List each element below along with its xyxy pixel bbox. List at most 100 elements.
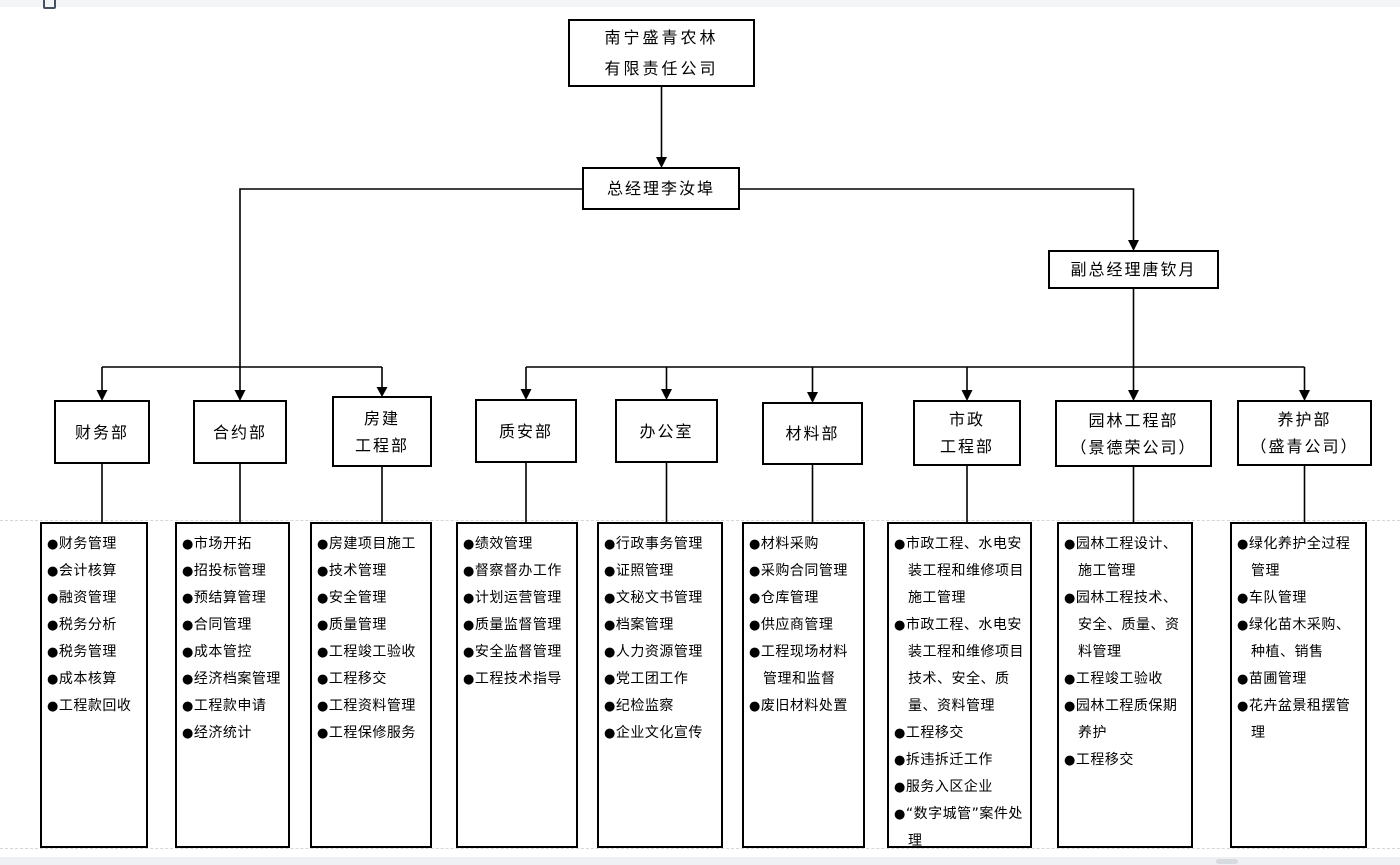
duty-text: 招投标管理: [193, 563, 267, 579]
department-box-landscape-engineering: 园林工程部（景德荣公司）: [1055, 400, 1212, 467]
duty-item: ●园林工程质保期养护: [1064, 693, 1189, 747]
bullet-icon: ●: [604, 672, 616, 687]
duty-item: ●质量管理: [317, 612, 428, 639]
department-label: 房建工程部: [355, 405, 409, 459]
gridline-top: [0, 520, 1400, 521]
duty-text: 工程技术指导: [474, 671, 562, 687]
duty-list-maintenance: ●绿化养护全过程管理●车队管理●绿化苗木采购、种植、销售●苗圃管理●花卉盆景租摆…: [1230, 522, 1367, 848]
department-box-municipal-engineering: 市政工程部: [913, 400, 1021, 466]
bullet-icon: ●: [47, 591, 59, 606]
duty-text: 花卉盆景租摆管理: [1248, 698, 1351, 741]
duty-item: ●园林工程技术、安全、质量、资料管理: [1064, 585, 1189, 666]
label-line: 房建: [363, 408, 400, 428]
duty-item: ●经济统计: [182, 720, 286, 747]
duty-text: 经济档案管理: [193, 671, 281, 687]
gridline-bottom: [0, 848, 1400, 849]
duty-text: 工程移交: [905, 725, 964, 741]
duty-text: 园林工程设计、施工管理: [1075, 536, 1178, 579]
duty-item: ●工程现场材料管理和监督: [749, 639, 861, 693]
duty-item: ●技术管理: [317, 558, 428, 585]
duty-text: 督察督办工作: [474, 563, 562, 579]
bullet-icon: ●: [894, 780, 906, 795]
duty-text: 经济统计: [193, 725, 252, 741]
duty-text: 绩效管理: [474, 536, 533, 552]
duty-list-quality-safety: ●绩效管理●督察督办工作●计划运营管理●质量监督管理●安全监督管理●工程技术指导: [456, 522, 578, 848]
duty-item: ●工程移交: [317, 666, 428, 693]
duty-text: 文秘文书管理: [615, 590, 703, 606]
duty-text: 成本管控: [193, 644, 252, 660]
bullet-icon: ●: [463, 537, 475, 552]
label-line: 合约部: [212, 422, 267, 442]
duty-text: 工程竣工验收: [328, 644, 416, 660]
department-label: 合约部: [213, 419, 267, 446]
bullet-icon: ●: [894, 618, 906, 633]
duty-text: 供应商管理: [760, 617, 834, 633]
duty-item: ●融资管理: [47, 585, 144, 612]
bullet-icon: ●: [749, 564, 761, 579]
department-label: 质安部: [499, 418, 553, 445]
bullet-icon: ●: [47, 564, 59, 579]
department-label: 园林工程部（景德荣公司）: [1070, 407, 1196, 461]
duty-item: ●花卉盆景租摆管理: [1237, 693, 1363, 747]
bullet-icon: ●: [182, 591, 194, 606]
bullet-icon: ●: [1064, 672, 1076, 687]
duty-item: ●工程款申请: [182, 693, 286, 720]
bullet-icon: ●: [604, 564, 616, 579]
duty-text: 苗圃管理: [1248, 671, 1307, 687]
duty-text: 拆违拆迁工作: [905, 752, 993, 768]
bullet-icon: ●: [182, 537, 194, 552]
duty-item: ●党工团工作: [604, 666, 719, 693]
square-outline-icon[interactable]: [43, 0, 56, 9]
label-line: 养护部: [1277, 410, 1332, 429]
duty-list-building-engineering: ●房建项目施工●技术管理●安全管理●质量管理●工程竣工验收●工程移交●工程资料管…: [310, 522, 432, 848]
duty-text: 房建项目施工: [328, 536, 416, 552]
department-label: 材料部: [785, 420, 839, 447]
label-line: 工程部: [354, 435, 409, 455]
duty-text: 市政工程、水电安装工程和维修项目技术、安全、质量、资料管理: [905, 617, 1024, 714]
duty-item: ●合同管理: [182, 612, 286, 639]
duty-item: ●招投标管理: [182, 558, 286, 585]
bullet-icon: ●: [1064, 591, 1076, 606]
duty-item: ●纪检监察: [604, 693, 719, 720]
duty-text: 质量管理: [328, 617, 387, 633]
duty-text: “数字城管”案件处理: [905, 806, 1023, 849]
duty-text: 市政工程、水电安装工程和维修项目施工管理: [905, 536, 1024, 606]
bullet-icon: ●: [604, 537, 616, 552]
duty-text: 计划运营管理: [474, 590, 562, 606]
bullet-icon: ●: [317, 672, 329, 687]
label-line: 市政: [948, 410, 985, 429]
duty-item: ●工程保修服务: [317, 720, 428, 747]
bullet-icon: ●: [317, 699, 329, 714]
bullet-icon: ●: [47, 645, 59, 660]
bullet-icon: ●: [1237, 672, 1249, 687]
duty-item: ●督察督办工作: [463, 558, 574, 585]
duty-text: 绿化养护全过程管理: [1248, 536, 1351, 579]
duty-item: ●质量监督管理: [463, 612, 574, 639]
label-line: 材料部: [785, 424, 840, 443]
duty-item: ●拆违拆迁工作: [894, 747, 1028, 774]
duty-text: 质量监督管理: [474, 617, 562, 633]
duty-item: ●“数字城管”案件处理: [894, 801, 1028, 855]
label-line: 南宁盛青农林: [604, 28, 719, 47]
duty-item: ●计划运营管理: [463, 585, 574, 612]
bullet-icon: ●: [894, 726, 906, 741]
bullet-icon: ●: [182, 618, 194, 633]
bullet-icon: ●: [47, 618, 59, 633]
duty-text: 工程竣工验收: [1075, 671, 1163, 687]
bullet-icon: ●: [47, 537, 59, 552]
duty-list-materials: ●材料采购●采购合同管理●仓库管理●供应商管理●工程现场材料管理和监督●废旧材料…: [742, 522, 865, 848]
duty-item: ●服务入区企业: [894, 774, 1028, 801]
bullet-icon: ●: [749, 618, 761, 633]
duty-item: ●工程移交: [894, 720, 1028, 747]
label-line: 办公室: [639, 421, 694, 441]
bullet-icon: ●: [182, 699, 194, 714]
duty-list-municipal-engineering: ●市政工程、水电安装工程和维修项目施工管理●市政工程、水电安装工程和维修项目技术…: [887, 522, 1032, 849]
duty-item: ●市政工程、水电安装工程和维修项目施工管理: [894, 531, 1028, 612]
label-line: （盛青公司）: [1250, 437, 1359, 456]
scrollbar-thumb[interactable]: [1216, 859, 1238, 864]
duty-text: 安全监督管理: [474, 644, 562, 660]
duty-text: 绿化苗木采购、种植、销售: [1248, 617, 1351, 660]
bullet-icon: ●: [463, 645, 475, 660]
label-line: 质安部: [498, 421, 553, 441]
deputy-general-manager-box: 副总经理唐钦月: [1048, 250, 1219, 289]
